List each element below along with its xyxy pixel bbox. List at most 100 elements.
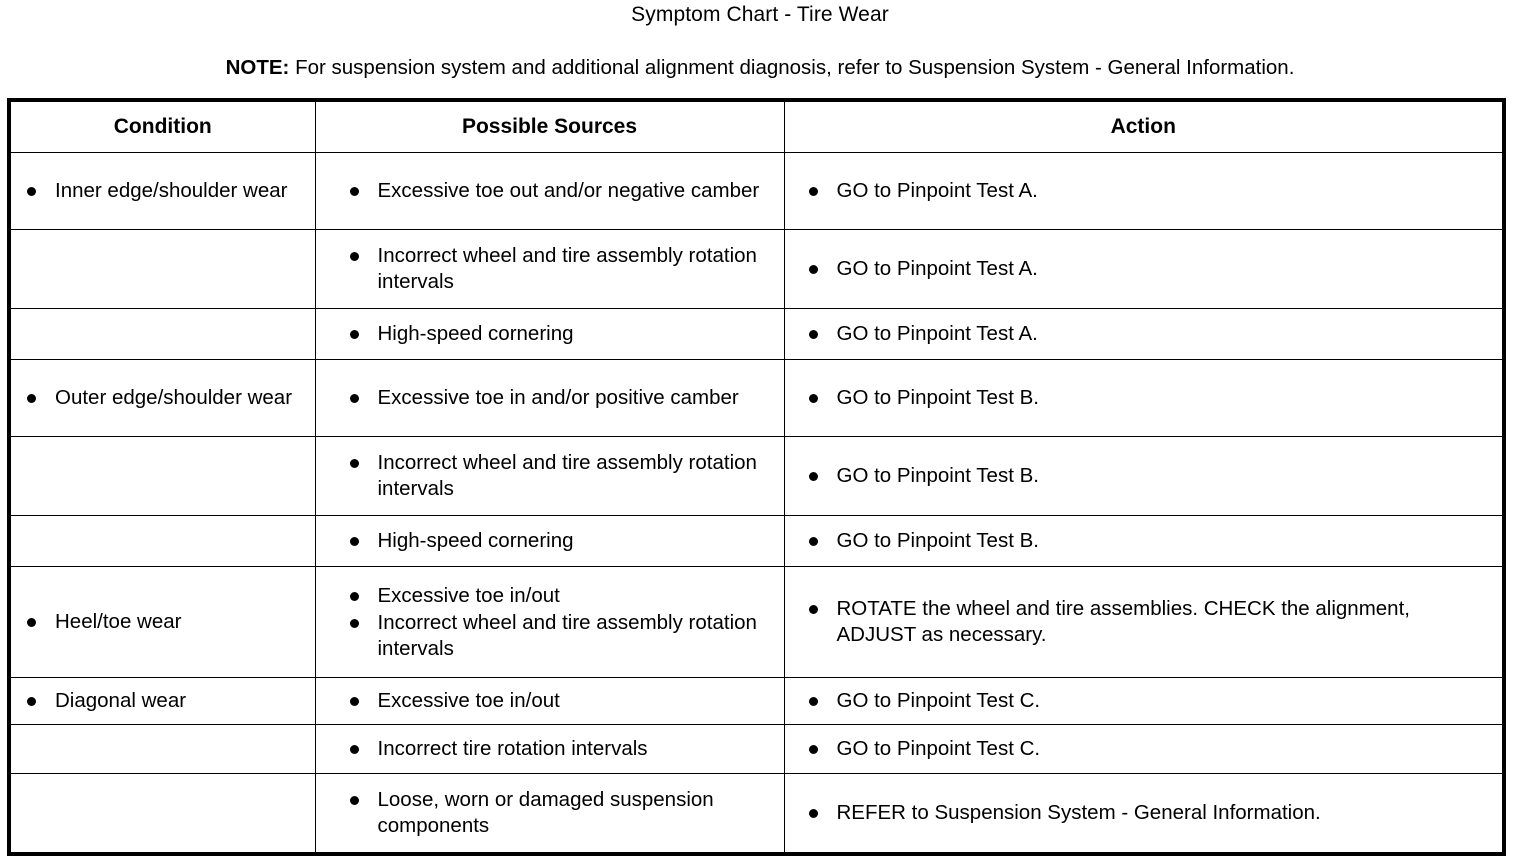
bullet-icon	[349, 394, 359, 403]
list-item: GO to Pinpoint Test A.	[805, 256, 1493, 282]
bullet-icon	[27, 187, 36, 196]
table-header: Condition Possible Sources Action	[8, 99, 1505, 153]
table-row: Outer edge/shoulder wear Excessive toe i…	[8, 359, 1505, 437]
cell-action: GO to Pinpoint Test C.	[783, 677, 1505, 725]
cell-sources: High-speed cornering	[314, 515, 785, 567]
list-item: GO to Pinpoint Test C.	[805, 736, 1493, 762]
list-item: Incorrect tire rotation intervals	[346, 736, 774, 762]
list-item: Heel/toe wear	[23, 609, 305, 635]
list-item-label: Incorrect tire rotation intervals	[377, 737, 648, 760]
cell-condition: Heel/toe wear	[8, 566, 316, 678]
list-item-label: GO to Pinpoint Test A.	[836, 257, 1038, 280]
list-item-label: Loose, worn or damaged suspension compon…	[377, 788, 714, 837]
bullet-icon	[808, 605, 818, 614]
list-item-label: GO to Pinpoint Test A.	[836, 179, 1038, 202]
cell-condition: Diagonal wear	[8, 677, 316, 725]
list-item: Diagonal wear	[23, 688, 305, 714]
cell-condition: Inner edge/shoulder wear	[8, 152, 316, 230]
cell-sources: Incorrect wheel and tire assembly rotati…	[314, 229, 785, 309]
list-item-label: Outer edge/shoulder wear	[55, 386, 293, 409]
bullet-icon	[808, 697, 818, 706]
list-item: GO to Pinpoint Test B.	[805, 528, 1493, 554]
list-item-label: GO to Pinpoint Test B.	[836, 529, 1039, 552]
cell-sources: Excessive toe out and/or negative camber	[314, 152, 785, 230]
bullet-list: GO to Pinpoint Test C.	[805, 688, 1493, 714]
cell-condition	[8, 308, 316, 360]
list-item: Inner edge/shoulder wear	[23, 178, 305, 204]
bullet-list: ROTATE the wheel and tire assemblies. CH…	[805, 596, 1493, 648]
cell-action: GO to Pinpoint Test B.	[783, 515, 1505, 567]
cell-sources: High-speed cornering	[314, 308, 785, 360]
bullet-icon	[349, 459, 359, 468]
table-row: High-speed cornering GO to Pinpoint Test…	[8, 515, 1505, 567]
note-label: NOTE:	[225, 56, 290, 79]
bullet-icon	[808, 394, 818, 403]
bullet-list: GO to Pinpoint Test B.	[805, 385, 1493, 411]
list-item: Loose, worn or damaged suspension compon…	[346, 787, 774, 839]
list-item-label: REFER to Suspension System - General Inf…	[836, 801, 1321, 824]
bullet-list: GO to Pinpoint Test B.	[805, 528, 1493, 554]
list-item: High-speed cornering	[346, 528, 774, 554]
list-item: Incorrect wheel and tire assembly rotati…	[346, 450, 774, 502]
bullet-icon	[349, 745, 359, 754]
cell-sources: Loose, worn or damaged suspension compon…	[314, 773, 785, 855]
bullet-icon	[808, 330, 818, 339]
cell-action: GO to Pinpoint Test B.	[783, 359, 1505, 437]
list-item-label: Heel/toe wear	[55, 610, 182, 633]
list-item-label: Excessive toe in/out	[377, 583, 560, 607]
list-item-label: Incorrect wheel and tire assembly rotati…	[377, 244, 757, 293]
bullet-icon	[349, 591, 359, 601]
list-item-label: Excessive toe out and/or negative camber	[377, 179, 760, 202]
cell-action: ROTATE the wheel and tire assemblies. CH…	[783, 566, 1505, 678]
cell-condition	[8, 515, 316, 567]
page-title: Symptom Chart - Tire Wear	[631, 3, 889, 26]
column-header-possible-sources: Possible Sources	[314, 99, 785, 153]
bullet-list: GO to Pinpoint Test A.	[805, 321, 1493, 347]
list-item: GO to Pinpoint Test C.	[805, 688, 1493, 714]
list-item-label: GO to Pinpoint Test B.	[836, 464, 1039, 487]
list-item-label: GO to Pinpoint Test C.	[836, 689, 1041, 712]
cell-sources: Incorrect wheel and tire assembly rotati…	[314, 436, 785, 516]
list-item-label: ROTATE the wheel and tire assemblies. CH…	[836, 597, 1410, 646]
bullet-list: Incorrect wheel and tire assembly rotati…	[346, 450, 774, 502]
bullet-list: Loose, worn or damaged suspension compon…	[346, 787, 774, 839]
list-item-label: High-speed cornering	[377, 322, 574, 345]
bullet-icon	[349, 537, 359, 546]
cell-action: REFER to Suspension System - General Inf…	[783, 773, 1505, 855]
cell-sources: Excessive toe in/out	[314, 677, 785, 725]
bullet-list: Excessive toe in/out	[346, 688, 774, 714]
table-body: Inner edge/shoulder wear Excessive toe o…	[8, 152, 1505, 855]
table-row: Inner edge/shoulder wear Excessive toe o…	[8, 152, 1505, 230]
bullet-list: Excessive toe in and/or positive camber	[346, 385, 774, 411]
cell-condition	[8, 773, 316, 855]
cell-action: GO to Pinpoint Test C.	[783, 724, 1505, 774]
list-item-label: GO to Pinpoint Test A.	[836, 322, 1038, 345]
cell-sources: Excessive toe in/out Incorrect wheel and…	[314, 566, 785, 678]
bullet-list: Incorrect wheel and tire assembly rotati…	[346, 243, 774, 295]
list-item-label: Inner edge/shoulder wear	[55, 179, 288, 202]
cell-sources: Incorrect tire rotation intervals	[314, 724, 785, 774]
bullet-list: Excessive toe out and/or negative camber	[346, 178, 774, 204]
bullet-icon	[349, 330, 359, 339]
bullet-icon	[27, 697, 36, 706]
bullet-icon	[808, 472, 818, 481]
list-item-label: Excessive toe in/out	[377, 689, 560, 712]
list-item: Excessive toe in and/or positive camber	[346, 385, 774, 411]
bullet-icon	[349, 252, 359, 261]
list-item: Incorrect wheel and tire assembly rotati…	[346, 243, 774, 295]
table-row: Heel/toe wear Excessive toe in/out Incor…	[8, 566, 1505, 678]
list-item: Excessive toe in/out	[346, 583, 774, 609]
bullet-icon	[27, 394, 36, 403]
list-item: ROTATE the wheel and tire assemblies. CH…	[805, 596, 1493, 648]
list-item: GO to Pinpoint Test A.	[805, 178, 1493, 204]
list-item-label: High-speed cornering	[377, 529, 574, 552]
table-row: Incorrect wheel and tire assembly rotati…	[8, 436, 1505, 516]
bullet-icon	[808, 265, 818, 274]
bullet-list: Incorrect tire rotation intervals	[346, 736, 774, 762]
cell-condition	[8, 229, 316, 309]
cell-condition	[8, 436, 316, 516]
list-item-label: GO to Pinpoint Test B.	[836, 386, 1039, 409]
bullet-icon	[808, 187, 818, 196]
bullet-list: GO to Pinpoint Test B.	[805, 463, 1493, 489]
